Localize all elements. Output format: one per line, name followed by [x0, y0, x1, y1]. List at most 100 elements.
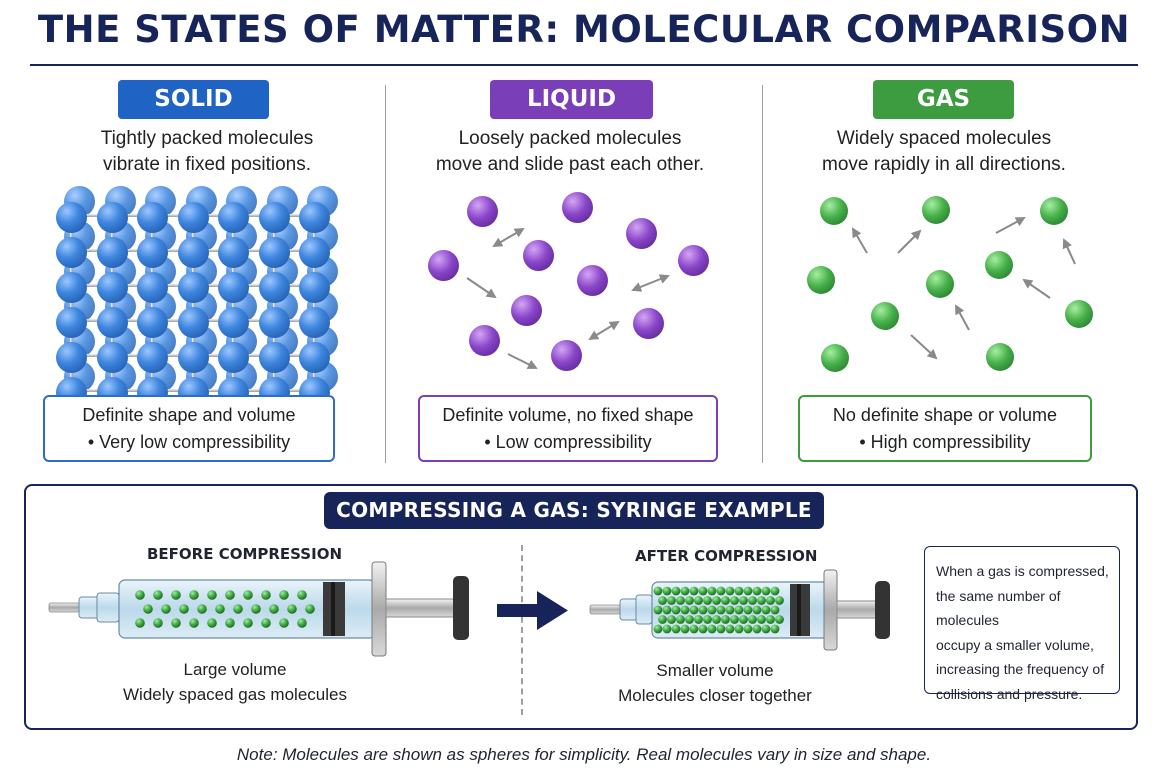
solid-molecule — [258, 307, 290, 338]
solid-molecule — [137, 307, 168, 338]
gas-arrow — [955, 304, 970, 331]
syringe-gas-molecule — [251, 604, 261, 614]
syringe-gas-molecule — [179, 604, 189, 614]
compression-arrow — [497, 591, 568, 630]
solid-molecule — [177, 272, 209, 303]
liquid-properties-box: Definite volume, no fixed shape • Low co… — [418, 395, 718, 462]
syringe-gas-molecule — [775, 615, 784, 624]
syringe-gas-molecule — [658, 615, 667, 624]
syringe-gas-molecule — [703, 615, 712, 624]
syringe-gas-molecule — [135, 618, 145, 628]
solid-molecule — [96, 272, 128, 303]
after-plunger-rod — [836, 600, 880, 619]
syringe-gas-molecule — [716, 624, 726, 634]
syringe-gas-molecule — [279, 618, 289, 628]
syringe-gas-molecule — [721, 596, 730, 605]
syringe-gas-molecule — [757, 615, 766, 624]
compression-heading: COMPRESSING A GAS: SYRINGE EXAMPLE — [324, 492, 824, 529]
liquid-molecule — [467, 196, 498, 227]
explanation-line-3: occupy a smaller volume, — [936, 636, 1094, 653]
solid-molecule — [96, 342, 128, 373]
syringe-gas-molecule — [685, 596, 694, 605]
syringe-gas-molecule — [775, 596, 784, 605]
syringe-gas-molecule — [658, 596, 667, 605]
compression-divider — [521, 545, 523, 715]
liquid-description-line-2: move and slide past each other. — [435, 154, 705, 175]
gas-molecule — [922, 196, 950, 224]
syringe-gas-molecule — [171, 618, 181, 628]
solid-molecule — [137, 272, 168, 303]
solid-molecule — [299, 307, 330, 338]
liquid-property-2: • Low compressibility — [484, 432, 652, 452]
after-plunger-thumb — [875, 581, 890, 639]
solid-molecule — [218, 272, 249, 303]
syringe-gas-molecule — [770, 624, 780, 634]
liquid-molecule — [633, 308, 664, 339]
liquid-molecule — [562, 192, 593, 223]
gas-molecule — [986, 343, 1014, 371]
liquid-arrow — [588, 320, 620, 341]
gas-arrow — [897, 229, 922, 254]
syringe-gas-molecule — [743, 605, 753, 615]
syringe-gas-molecule — [725, 586, 735, 596]
gas-molecule — [1065, 300, 1093, 328]
before-caption-line-1: Large volume — [183, 660, 287, 679]
solid-molecule — [258, 202, 290, 233]
solid-molecule — [218, 307, 249, 338]
syringe-gas-molecule — [730, 615, 739, 624]
liquid-molecule — [678, 245, 709, 276]
syringe-gas-molecule — [761, 624, 771, 634]
syringe-gas-molecule — [716, 586, 726, 596]
gas-description-line-1: Widely spaced molecules — [836, 128, 1052, 149]
gas-molecule — [1040, 197, 1068, 225]
after-finger-flange — [823, 569, 838, 651]
syringe-gas-molecule — [739, 596, 748, 605]
syringe-gas-molecule — [752, 605, 762, 615]
solid-molecule — [56, 342, 87, 373]
gas-properties-box: No definite shape or volume • High compr… — [798, 395, 1092, 462]
after-gas-molecules — [653, 586, 784, 634]
syringe-gas-molecule — [698, 586, 708, 596]
syringe-gas-molecule — [739, 615, 748, 624]
syringe-gas-molecule — [662, 624, 672, 634]
liquid-molecule — [511, 295, 542, 326]
syringe-gas-molecule — [770, 586, 780, 596]
solid-molecule — [177, 202, 209, 233]
gas-molecule — [820, 197, 848, 225]
page-title: THE STATES OF MATTER: MOLECULAR COMPARIS… — [37, 8, 1131, 51]
explanation-line-5: collisions and pressure. — [936, 685, 1083, 702]
syringe-gas-molecule — [297, 590, 307, 600]
syringe-gas-molecule — [770, 605, 780, 615]
syringe-gas-molecule — [752, 624, 762, 634]
gas-badge: GAS — [873, 80, 1014, 119]
solid-molecule — [56, 237, 87, 268]
before-gas-molecules — [135, 590, 315, 628]
explanation-line-4: increasing the frequency of — [936, 661, 1105, 677]
syringe-gas-molecule — [680, 624, 690, 634]
solid-property-1: Definite shape and volume — [82, 405, 296, 425]
syringe-gas-molecule — [743, 624, 753, 634]
syringe-gas-molecule — [712, 615, 721, 624]
syringe-gas-molecule — [725, 605, 735, 615]
syringe-gas-molecule — [153, 590, 163, 600]
syringe-gas-molecule — [748, 596, 757, 605]
gas-arrow — [851, 227, 868, 254]
solid-property-2: • Very low compressibility — [87, 432, 291, 452]
solid-molecule — [218, 342, 249, 373]
solid-molecule — [299, 342, 330, 373]
solid-molecule — [258, 342, 290, 373]
syringe-gas-molecule — [676, 615, 685, 624]
syringe-gas-molecule — [135, 590, 145, 600]
solid-description: Tightly packed molecules vibrate in fixe… — [42, 126, 372, 178]
footnote: Note: Molecules are shown as spheres for… — [236, 745, 932, 764]
liquid-description-line-1: Loosely packed molecules — [458, 128, 682, 149]
solid-molecule — [96, 307, 128, 338]
syringe-gas-molecule — [748, 615, 757, 624]
syringe-gas-molecule — [233, 604, 243, 614]
solid-properties-box: Definite shape and volume • Very low com… — [43, 395, 335, 462]
syringe-gas-molecule — [225, 590, 235, 600]
after-caption: Smaller volume Molecules closer together — [565, 658, 865, 708]
syringe-gas-molecule — [712, 596, 721, 605]
syringe-gas-molecule — [752, 586, 762, 596]
syringe-gas-molecule — [269, 604, 279, 614]
